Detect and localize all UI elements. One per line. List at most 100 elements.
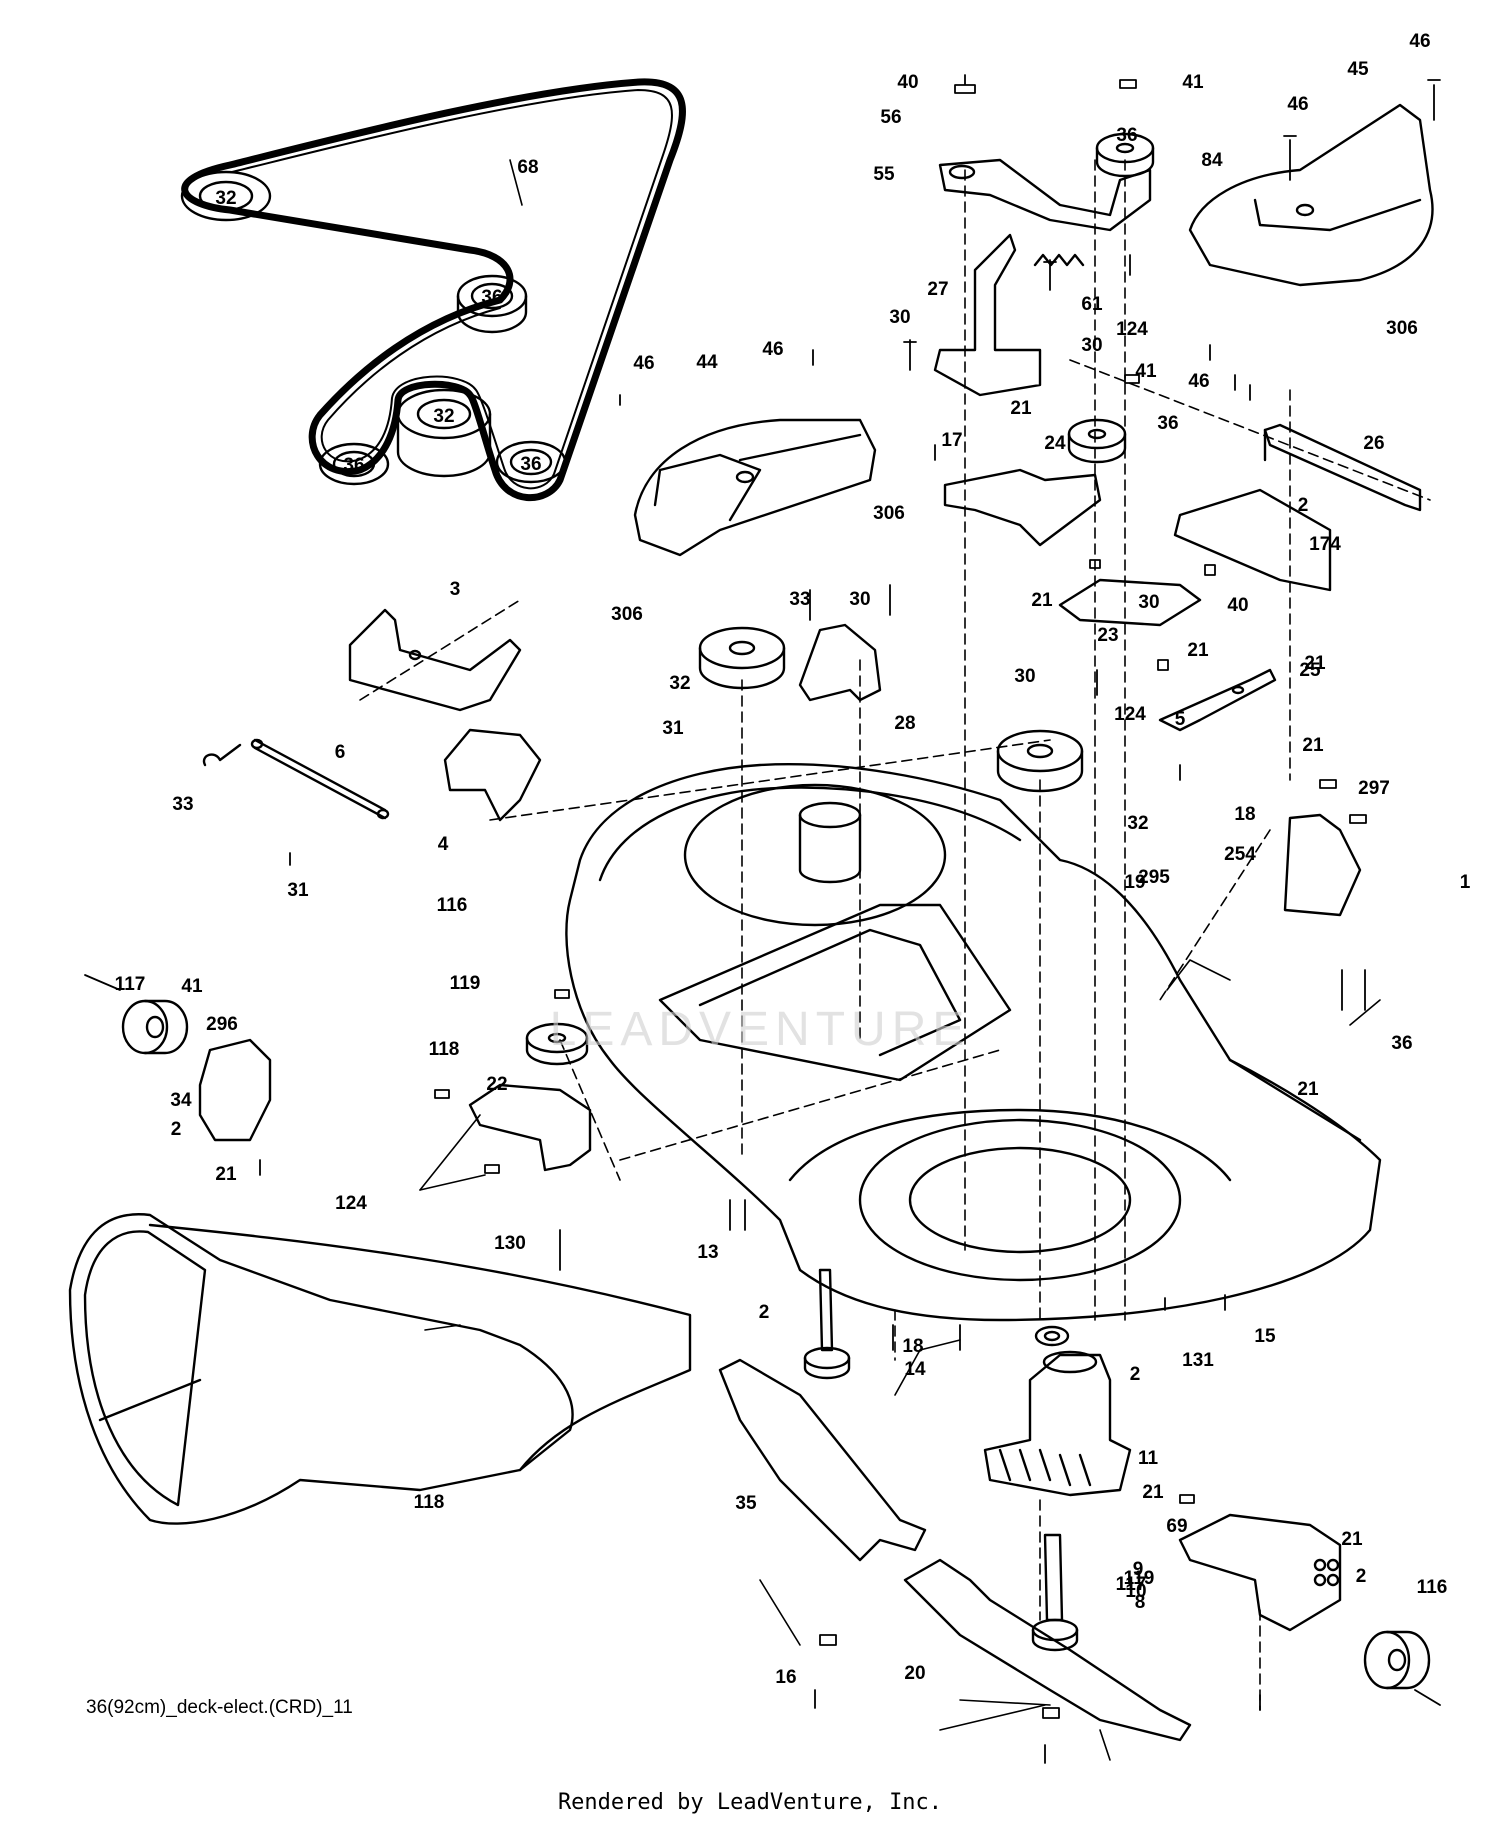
callout-124: 124 bbox=[1116, 319, 1148, 340]
callout-23: 23 bbox=[1097, 625, 1118, 646]
callout-124: 124 bbox=[335, 1193, 367, 1214]
belt-pulley-36-right bbox=[495, 440, 567, 484]
assembly-lines bbox=[359, 159, 1431, 1711]
callout-25: 25 bbox=[1299, 660, 1321, 681]
callout-26: 26 bbox=[1363, 433, 1384, 454]
pulley-36-lower bbox=[525, 1022, 589, 1066]
shield-174 bbox=[1173, 488, 1332, 592]
belt-pulley-32-center bbox=[396, 388, 492, 478]
callout-2: 2 bbox=[1130, 1364, 1141, 1385]
callout-33: 33 bbox=[789, 589, 810, 610]
callout-leaders bbox=[419, 159, 1381, 1761]
belt-cover-45 bbox=[1188, 103, 1434, 287]
callout-306: 306 bbox=[873, 503, 905, 524]
callout-8: 8 bbox=[1135, 1592, 1146, 1613]
callout-41: 41 bbox=[1135, 361, 1157, 382]
callout-296: 296 bbox=[206, 1014, 238, 1035]
callout-46: 46 bbox=[1287, 94, 1308, 115]
callout-18: 18 bbox=[902, 1336, 923, 1357]
callout-9: 9 bbox=[1133, 1559, 1144, 1580]
spindle-housing-14 bbox=[983, 1350, 1132, 1497]
callout-2: 2 bbox=[759, 1302, 770, 1323]
pulley-36-mid bbox=[1067, 418, 1127, 464]
callout-45: 45 bbox=[1347, 59, 1369, 80]
bracket-3 bbox=[348, 608, 522, 712]
callout-32: 32 bbox=[215, 188, 236, 209]
callout-24: 24 bbox=[1044, 433, 1066, 454]
belt-pulley-32-top bbox=[180, 170, 272, 222]
callout-1: 1 bbox=[1460, 872, 1471, 893]
callout-297: 297 bbox=[1358, 778, 1390, 799]
callout-28: 28 bbox=[894, 713, 915, 734]
link-rod-6 bbox=[250, 738, 390, 820]
callout-306: 306 bbox=[611, 604, 643, 625]
callout-254: 254 bbox=[1224, 844, 1256, 865]
wheel-bracket-35 bbox=[1178, 1513, 1342, 1632]
callout-117: 117 bbox=[115, 974, 146, 995]
callout-36: 36 bbox=[343, 455, 364, 476]
bracket-26 bbox=[1263, 423, 1422, 512]
callout-36: 36 bbox=[520, 454, 541, 475]
callout-30: 30 bbox=[1138, 592, 1159, 613]
callout-174: 174 bbox=[1309, 534, 1341, 555]
callout-117: 117 bbox=[1116, 1574, 1147, 1595]
callout-21: 21 bbox=[1142, 1482, 1164, 1503]
callout-41: 41 bbox=[181, 976, 203, 997]
discharge-chute-131 bbox=[68, 1213, 692, 1525]
callout-119: 119 bbox=[1124, 1568, 1155, 1589]
idler-arm-23 bbox=[1058, 578, 1202, 627]
render-credit: Rendered by LeadVenture, Inc. bbox=[557, 1790, 943, 1815]
callout-40: 40 bbox=[897, 72, 918, 93]
callout-46: 46 bbox=[1409, 31, 1430, 52]
bracket-4 bbox=[443, 728, 542, 822]
callout-34: 34 bbox=[170, 1090, 192, 1111]
belt-pulley-36-left bbox=[318, 442, 390, 486]
bracket-22 bbox=[468, 1083, 592, 1172]
callout-116: 116 bbox=[1417, 1577, 1448, 1598]
callout-41: 41 bbox=[1182, 72, 1204, 93]
callout-21: 21 bbox=[1010, 398, 1032, 419]
blade-16 bbox=[903, 1558, 1192, 1742]
callout-32: 32 bbox=[1127, 813, 1148, 834]
callout-21: 21 bbox=[1341, 1529, 1363, 1550]
callout-27: 27 bbox=[927, 279, 948, 300]
callout-56: 56 bbox=[880, 107, 901, 128]
callout-21: 21 bbox=[1297, 1079, 1319, 1100]
callout-36: 36 bbox=[1157, 413, 1178, 434]
callout-18: 18 bbox=[1234, 804, 1255, 825]
idler-arm-25 bbox=[1158, 668, 1277, 732]
pulley-32-right bbox=[996, 729, 1084, 793]
callout-5: 5 bbox=[1175, 709, 1186, 730]
callout-21: 21 bbox=[1302, 735, 1324, 756]
callout-21: 21 bbox=[1304, 653, 1326, 674]
callout-10: 10 bbox=[1125, 1581, 1146, 1602]
callout-4: 4 bbox=[438, 834, 449, 855]
callout-46: 46 bbox=[1188, 371, 1209, 392]
callout-55: 55 bbox=[873, 164, 895, 185]
callout-118: 118 bbox=[414, 1492, 445, 1513]
idler-arm-55 bbox=[938, 158, 1152, 232]
blade-11 bbox=[718, 1358, 927, 1562]
callout-30: 30 bbox=[849, 589, 870, 610]
tension-spring bbox=[1033, 253, 1085, 267]
callout-2: 2 bbox=[171, 1119, 182, 1140]
gauge-wheel-117-right bbox=[1363, 1630, 1431, 1690]
spindle-shaft-13 bbox=[803, 1268, 851, 1380]
callout-17: 17 bbox=[941, 430, 962, 451]
callout-32: 32 bbox=[433, 406, 454, 427]
callout-118: 118 bbox=[429, 1039, 460, 1060]
fasteners bbox=[84, 74, 1441, 1764]
watermark: LEADVENTURE bbox=[549, 1003, 971, 1056]
callout-36: 36 bbox=[1391, 1033, 1412, 1054]
callout-40: 40 bbox=[1227, 595, 1248, 616]
callout-119: 119 bbox=[450, 973, 481, 994]
callout-16: 16 bbox=[775, 1667, 796, 1688]
deflector-295 bbox=[1283, 813, 1362, 917]
callout-21: 21 bbox=[1031, 590, 1053, 611]
callout-30: 30 bbox=[1081, 335, 1102, 356]
callout-69: 69 bbox=[1166, 1516, 1187, 1537]
belt-cover-44 bbox=[633, 418, 877, 557]
callout-31: 31 bbox=[662, 718, 684, 739]
callout-11: 11 bbox=[1138, 1448, 1159, 1469]
